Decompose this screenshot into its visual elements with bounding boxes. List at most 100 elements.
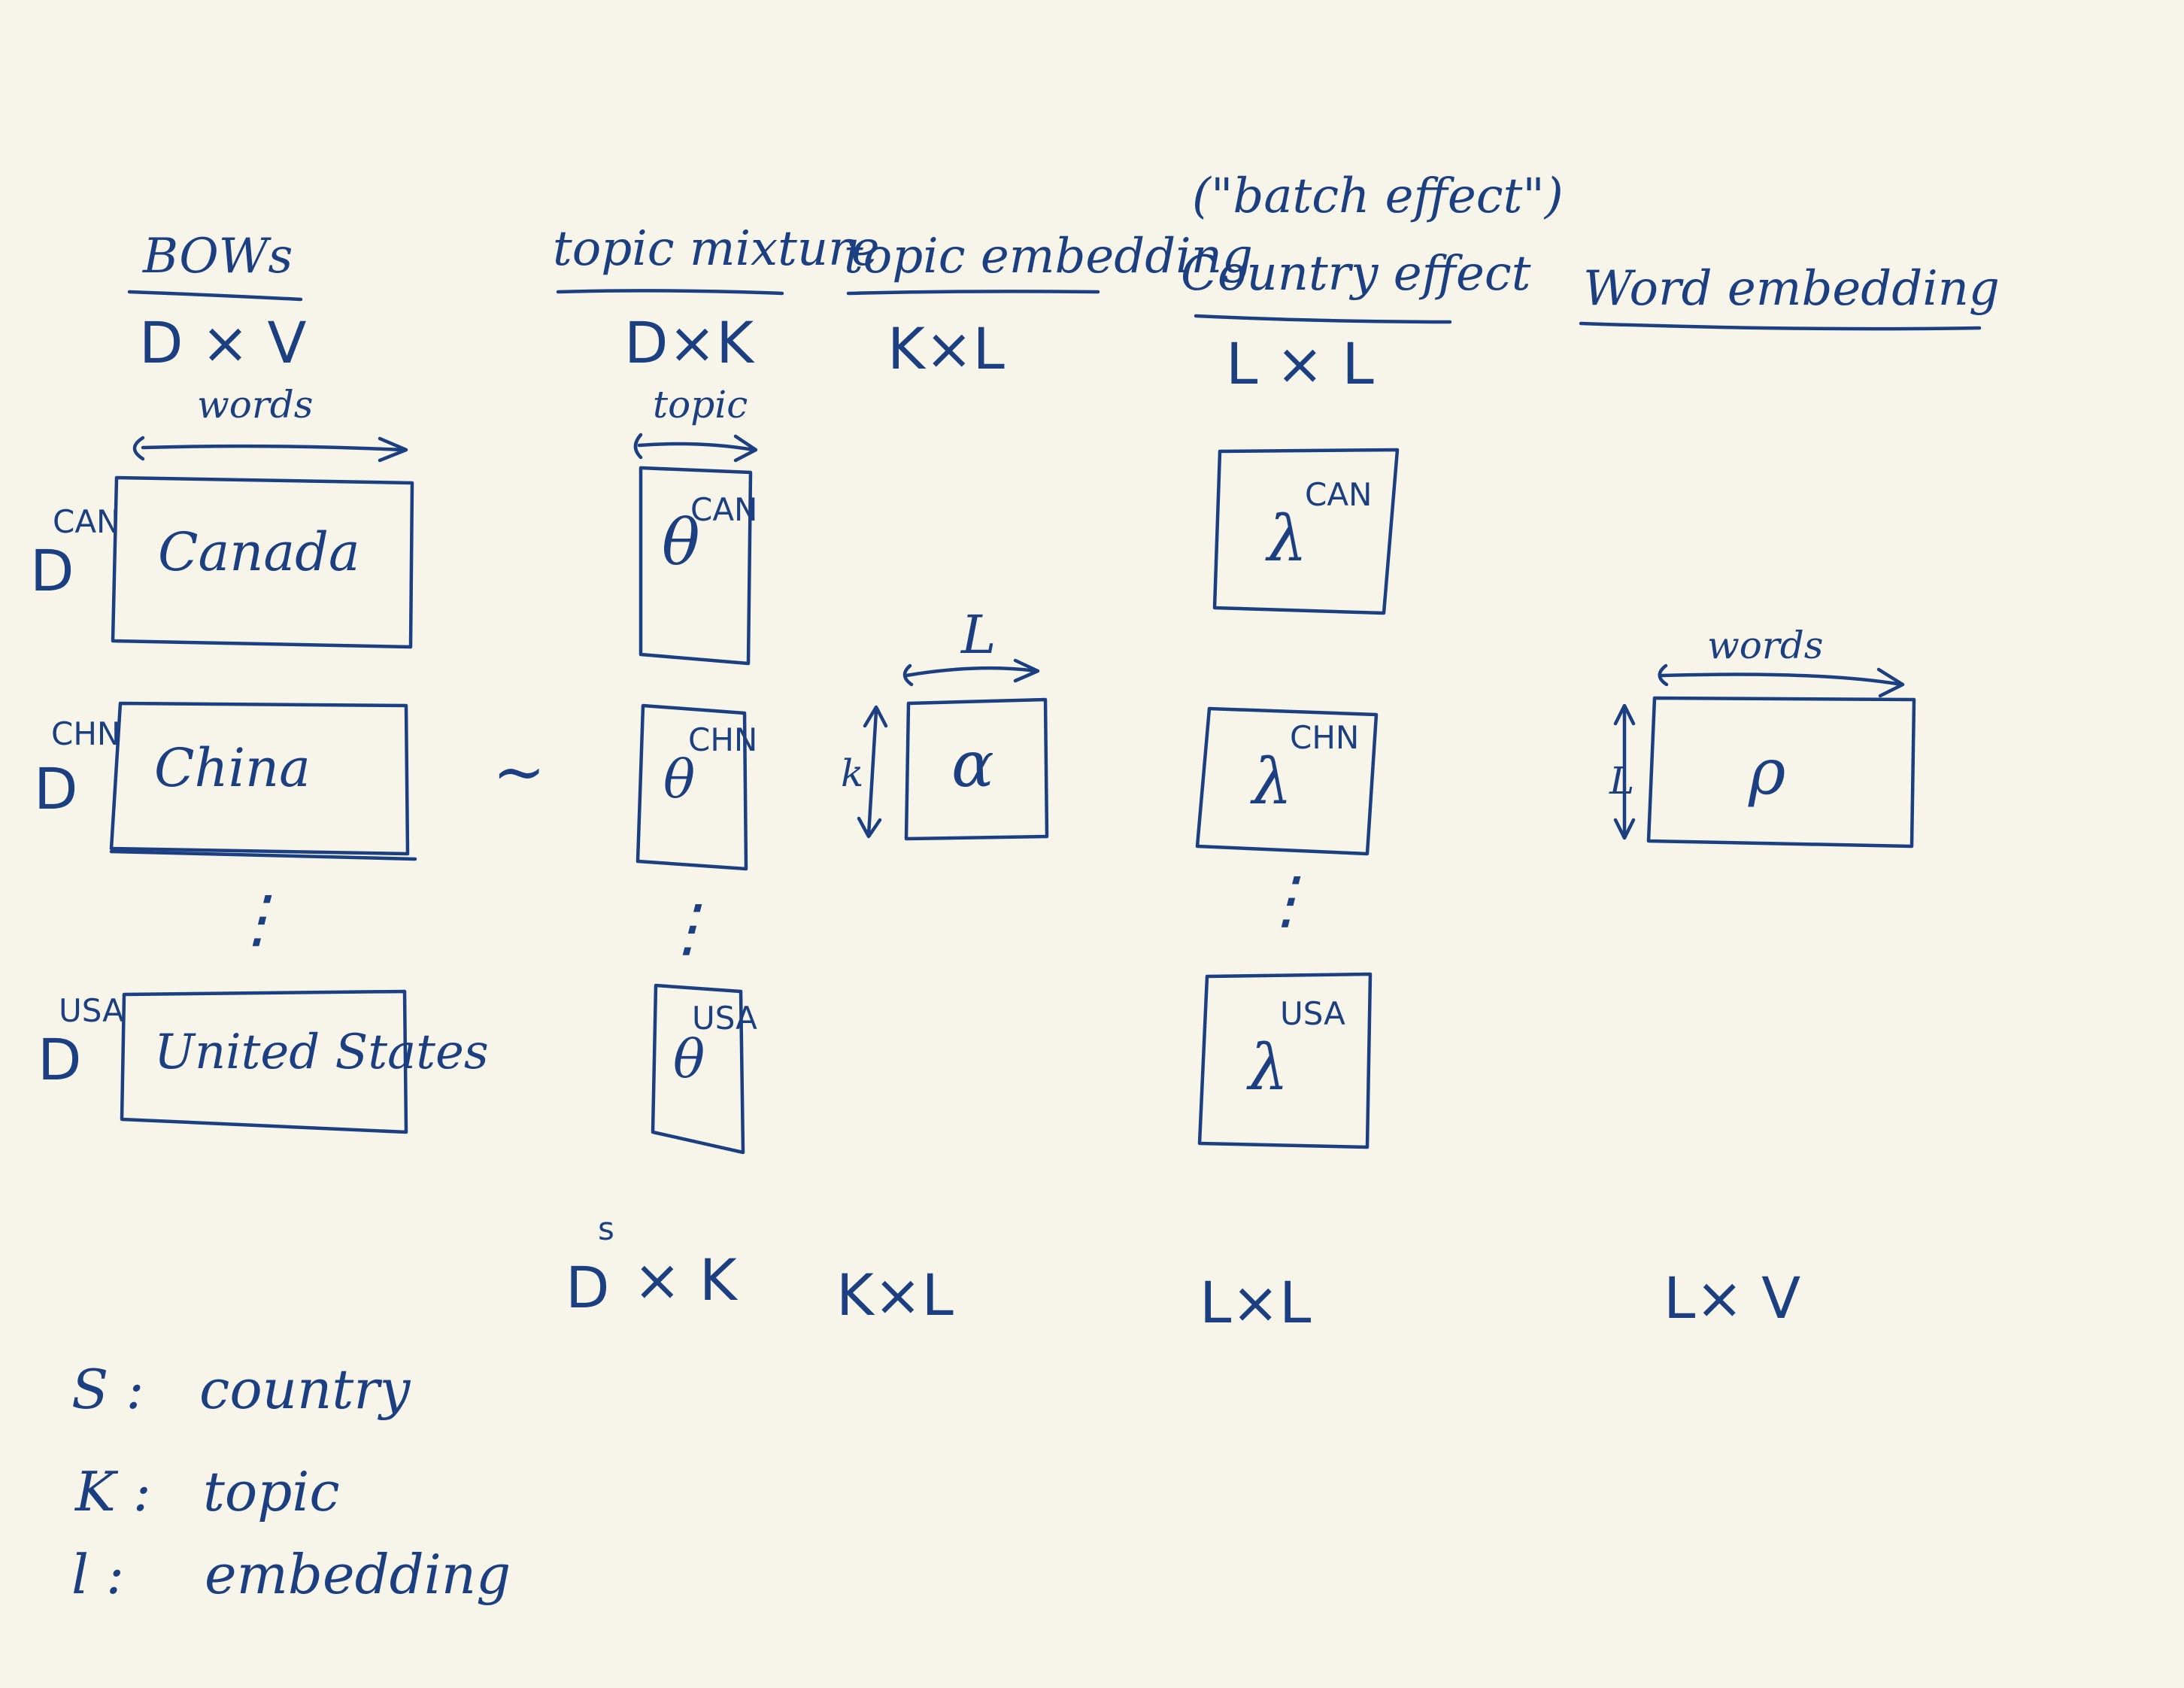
- bows-doc-can: D: [30, 537, 74, 604]
- header-word-embedding: Word embedding: [1579, 261, 2000, 331]
- lambda-country-chn: CHN: [1290, 719, 1359, 756]
- alpha-side-arrow-head-down: [857, 816, 882, 839]
- header-topic-mixture-underline: [556, 289, 784, 296]
- bottom-dim-rho: L× V: [1664, 1264, 1800, 1331]
- header-word-embedding-title: Word embedding: [1583, 261, 2000, 317]
- theta-topic-label: topic: [653, 383, 748, 427]
- bottom-dim-theta-d: D: [566, 1254, 610, 1321]
- bows-matrix-usa: [120, 989, 408, 1134]
- lambda-symbol-can: λ: [1265, 502, 1307, 575]
- bows-words-arrow-tail: [132, 436, 145, 461]
- lambda-country-can: CAN: [1305, 476, 1372, 513]
- legend: S : country K : topic l : embedding: [71, 1358, 511, 1606]
- bows-doc-chn: D: [34, 755, 78, 822]
- alpha-top-arrow-tail: [902, 663, 914, 687]
- header-word-embedding-underline: [1579, 321, 1982, 331]
- lambda-matrix-usa: [1197, 972, 1373, 1149]
- legend-value-country: country: [199, 1358, 411, 1421]
- lambda-block-chn: λ CHN: [1195, 706, 1379, 856]
- legend-value-embedding: embedding: [205, 1543, 511, 1606]
- bows-label-chn: China: [154, 737, 311, 799]
- theta-country-chn: CHN: [688, 721, 757, 758]
- theta-topic-axis: topic: [633, 383, 758, 463]
- header-bows-underline: [127, 290, 303, 302]
- bottom-dim-theta-rest: × K: [633, 1246, 739, 1313]
- header-bows-dim: D × V: [139, 309, 307, 376]
- bows-matrix-can: [111, 475, 414, 649]
- rho-matrix: [1646, 696, 1916, 849]
- theta-symbol-chn: θ: [663, 748, 695, 810]
- header-country-effect-title: Country effect: [1181, 246, 1531, 302]
- alpha-side-label: k: [841, 751, 863, 795]
- header-topic-embedding-title: topic embedding: [844, 229, 1253, 284]
- theta-symbol-can: θ: [662, 505, 700, 579]
- theta-symbol-usa: θ: [673, 1028, 705, 1090]
- rho-side-label: L: [1609, 759, 1634, 803]
- alpha-side-arrow-line: [866, 709, 878, 837]
- theta-matrix-can: [639, 466, 753, 666]
- bows-country-can: CAN: [53, 503, 120, 540]
- bows-matrix-chn: [109, 701, 410, 856]
- theta-topic-arrow-line: [637, 442, 756, 452]
- bows-block-can: D CAN Canada: [30, 475, 414, 649]
- lambda-country-usa: USA: [1280, 995, 1345, 1032]
- header-country-effect-dim: L × L: [1226, 330, 1374, 397]
- theta-matrix-usa: [651, 983, 745, 1155]
- theta-matrix-chn: [635, 703, 748, 871]
- theta-topic-arrow-head: [733, 434, 758, 463]
- header-batch-effect: ("batch effect"): [1192, 168, 1564, 224]
- alpha-top-arrow-line: [904, 666, 1039, 678]
- bows-matrix-chn-base: [109, 849, 417, 861]
- theta-block-usa: θ USA: [651, 983, 757, 1155]
- alpha-symbol: α: [951, 727, 994, 801]
- legend-value-topic: topic: [203, 1460, 340, 1523]
- theta-block-chn: θ CHN: [635, 703, 757, 871]
- header-bows: BOWs D × V: [127, 229, 307, 376]
- bows-ellipsis: ⋮: [226, 882, 289, 955]
- header-country-effect-underline: [1194, 314, 1452, 324]
- legend-key-k: K :: [74, 1460, 151, 1523]
- rho-top-arrow-head: [1876, 667, 1905, 698]
- header-topic-mixture-dim: D×K: [624, 309, 755, 376]
- bows-country-chn: CHN: [51, 715, 120, 752]
- alpha-top-label: L: [960, 604, 996, 666]
- rho-top-arrow-line: [1660, 672, 1903, 687]
- alpha-side-arrow-head-up: [863, 705, 888, 728]
- lambda-block-can: λ CAN: [1212, 448, 1400, 615]
- bows-words-arrow-head: [378, 436, 408, 463]
- bottom-dim-theta-sup: s: [598, 1210, 614, 1247]
- bows-words-axis: words: [132, 383, 408, 463]
- bows-country-usa: USA: [59, 992, 124, 1029]
- rho-side-arrow-head-up: [1613, 703, 1636, 726]
- bottom-dims: D s × K K×L L×L L× V: [566, 1210, 1800, 1336]
- lambda-matrix-chn: [1195, 706, 1379, 856]
- bows-label-usa: United States: [154, 1025, 489, 1080]
- rho-block: words L ρ: [1609, 624, 1916, 849]
- legend-key-l: l :: [71, 1543, 124, 1606]
- header-topic-mixture-title: topic mixture: [553, 221, 880, 277]
- bows-label-can: Canada: [158, 521, 360, 583]
- header-topic-embedding: topic embedding K×L: [844, 229, 1253, 382]
- bows-doc-usa: D: [38, 1026, 82, 1093]
- rho-symbol: ρ: [1748, 735, 1785, 809]
- bows-block-usa: D USA United States: [38, 989, 489, 1134]
- theta-country-usa: USA: [692, 1000, 757, 1037]
- alpha-matrix: [904, 697, 1049, 841]
- distributed-as-symbol: ~: [493, 735, 545, 809]
- bottom-dim-alpha: K×L: [836, 1261, 954, 1328]
- bows-words-label: words: [197, 383, 313, 427]
- header-topic-mixture: topic mixture D×K: [553, 221, 880, 376]
- header-bows-title: BOWs: [142, 229, 293, 284]
- bows-block-chn: D CHN China: [34, 701, 417, 861]
- legend-key-s: S :: [71, 1358, 144, 1421]
- lambda-ellipsis: ⋮: [1254, 863, 1318, 937]
- rho-side-arrow-head-down: [1613, 818, 1636, 840]
- alpha-block: L k α: [841, 604, 1049, 841]
- bottom-dim-lambda: L×L: [1200, 1269, 1311, 1336]
- bows-words-arrow-line: [141, 444, 405, 452]
- header-country-effect: ("batch effect") Country effect L × L: [1181, 168, 1564, 397]
- rho-top-arrow-tail: [1658, 663, 1669, 687]
- header-topic-embedding-underline: [846, 290, 1100, 296]
- theta-block-can: θ CAN: [639, 466, 757, 666]
